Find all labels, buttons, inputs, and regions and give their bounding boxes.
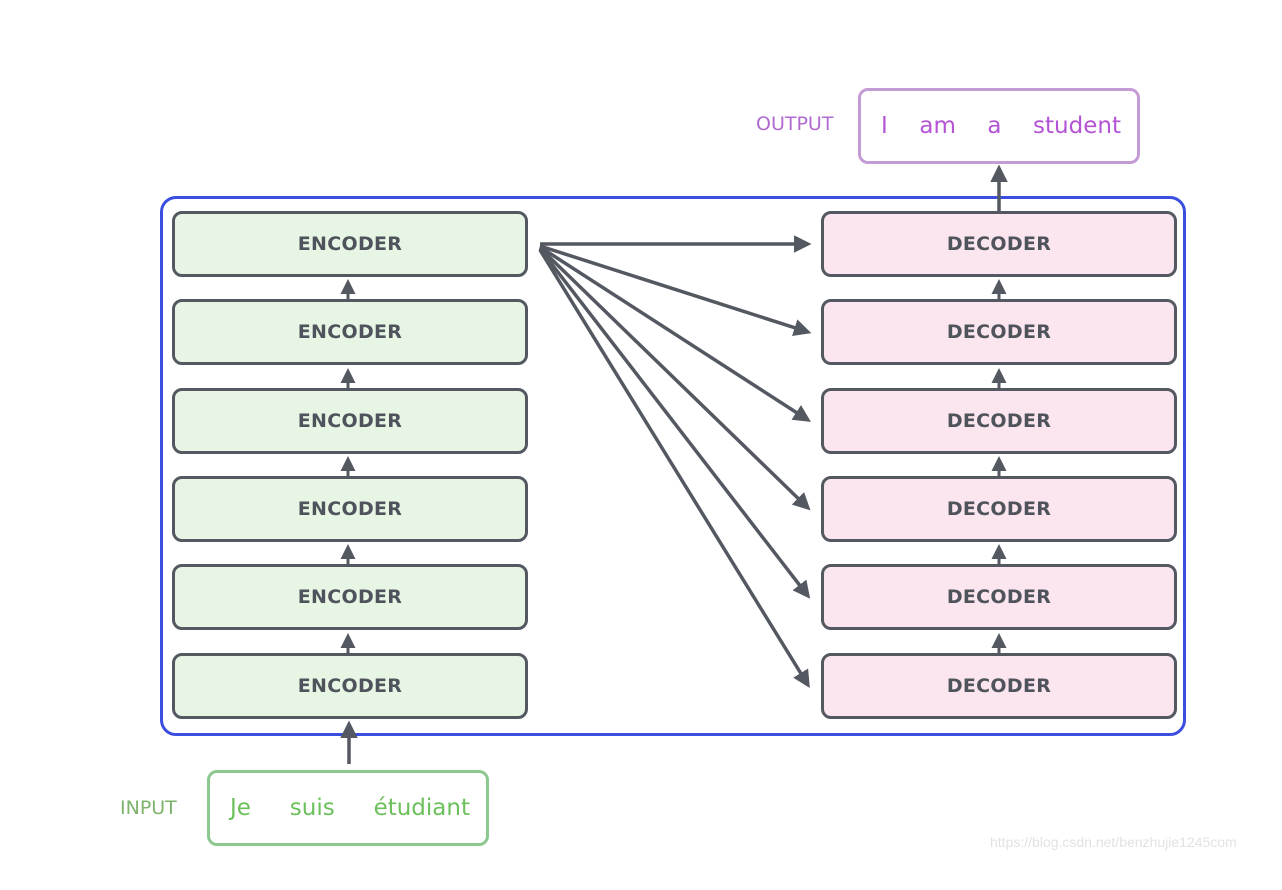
encoder-to-decoder-arrow (538, 246, 811, 511)
encoder-label: ENCODER (297, 498, 403, 520)
decoder-block-4: DECODER (821, 388, 1177, 454)
encoder-to-decoder-arrow (538, 249, 810, 688)
encoder-to-decoder-arrow (539, 245, 811, 422)
encoder-block-5: ENCODER (172, 299, 528, 365)
decoder-block-3: DECODER (821, 476, 1177, 542)
encoder-block-2: ENCODER (172, 564, 528, 630)
output-token: a (987, 113, 1002, 139)
watermark: https://blog.csdn.net/benzhujie1245com (990, 834, 1237, 850)
encoder-label: ENCODER (297, 321, 403, 343)
decoder-label: DECODER (946, 586, 1052, 608)
decoder-label: DECODER (946, 498, 1052, 520)
encoder-label: ENCODER (297, 233, 403, 255)
output-token: student (1033, 113, 1121, 139)
input-token: suis (289, 795, 335, 821)
encoder-to-decoder-arrow (538, 247, 811, 599)
encoder-to-decoder-arrow (539, 244, 812, 337)
decoder-label: DECODER (946, 233, 1052, 255)
encoder-label: ENCODER (297, 586, 403, 608)
decoder-block-5: DECODER (821, 299, 1177, 365)
input-label: INPUT (120, 797, 177, 819)
encoder-block-1: ENCODER (172, 653, 528, 719)
encoder-label: ENCODER (297, 410, 403, 432)
input-token: Je (230, 795, 251, 821)
output-label: OUTPUT (756, 113, 834, 135)
output-token: am (919, 113, 956, 139)
output-token: I (881, 113, 888, 139)
decoder-label: DECODER (946, 321, 1052, 343)
decoder-block-2: DECODER (821, 564, 1177, 630)
decoder-label: DECODER (946, 675, 1052, 697)
encoder-block-4: ENCODER (172, 388, 528, 454)
input-token: étudiant (373, 795, 470, 821)
decoder-block-1: DECODER (821, 653, 1177, 719)
encoder-label: ENCODER (297, 675, 403, 697)
input-sentence-box: Je suis étudiant (207, 770, 489, 846)
decoder-label: DECODER (946, 410, 1052, 432)
decoder-block-6: DECODER (821, 211, 1177, 277)
encoder-decoder-stack-frame (160, 196, 1186, 736)
encoder-block-6: ENCODER (172, 211, 528, 277)
encoder-block-3: ENCODER (172, 476, 528, 542)
output-sentence-box: I am a student (858, 88, 1140, 164)
